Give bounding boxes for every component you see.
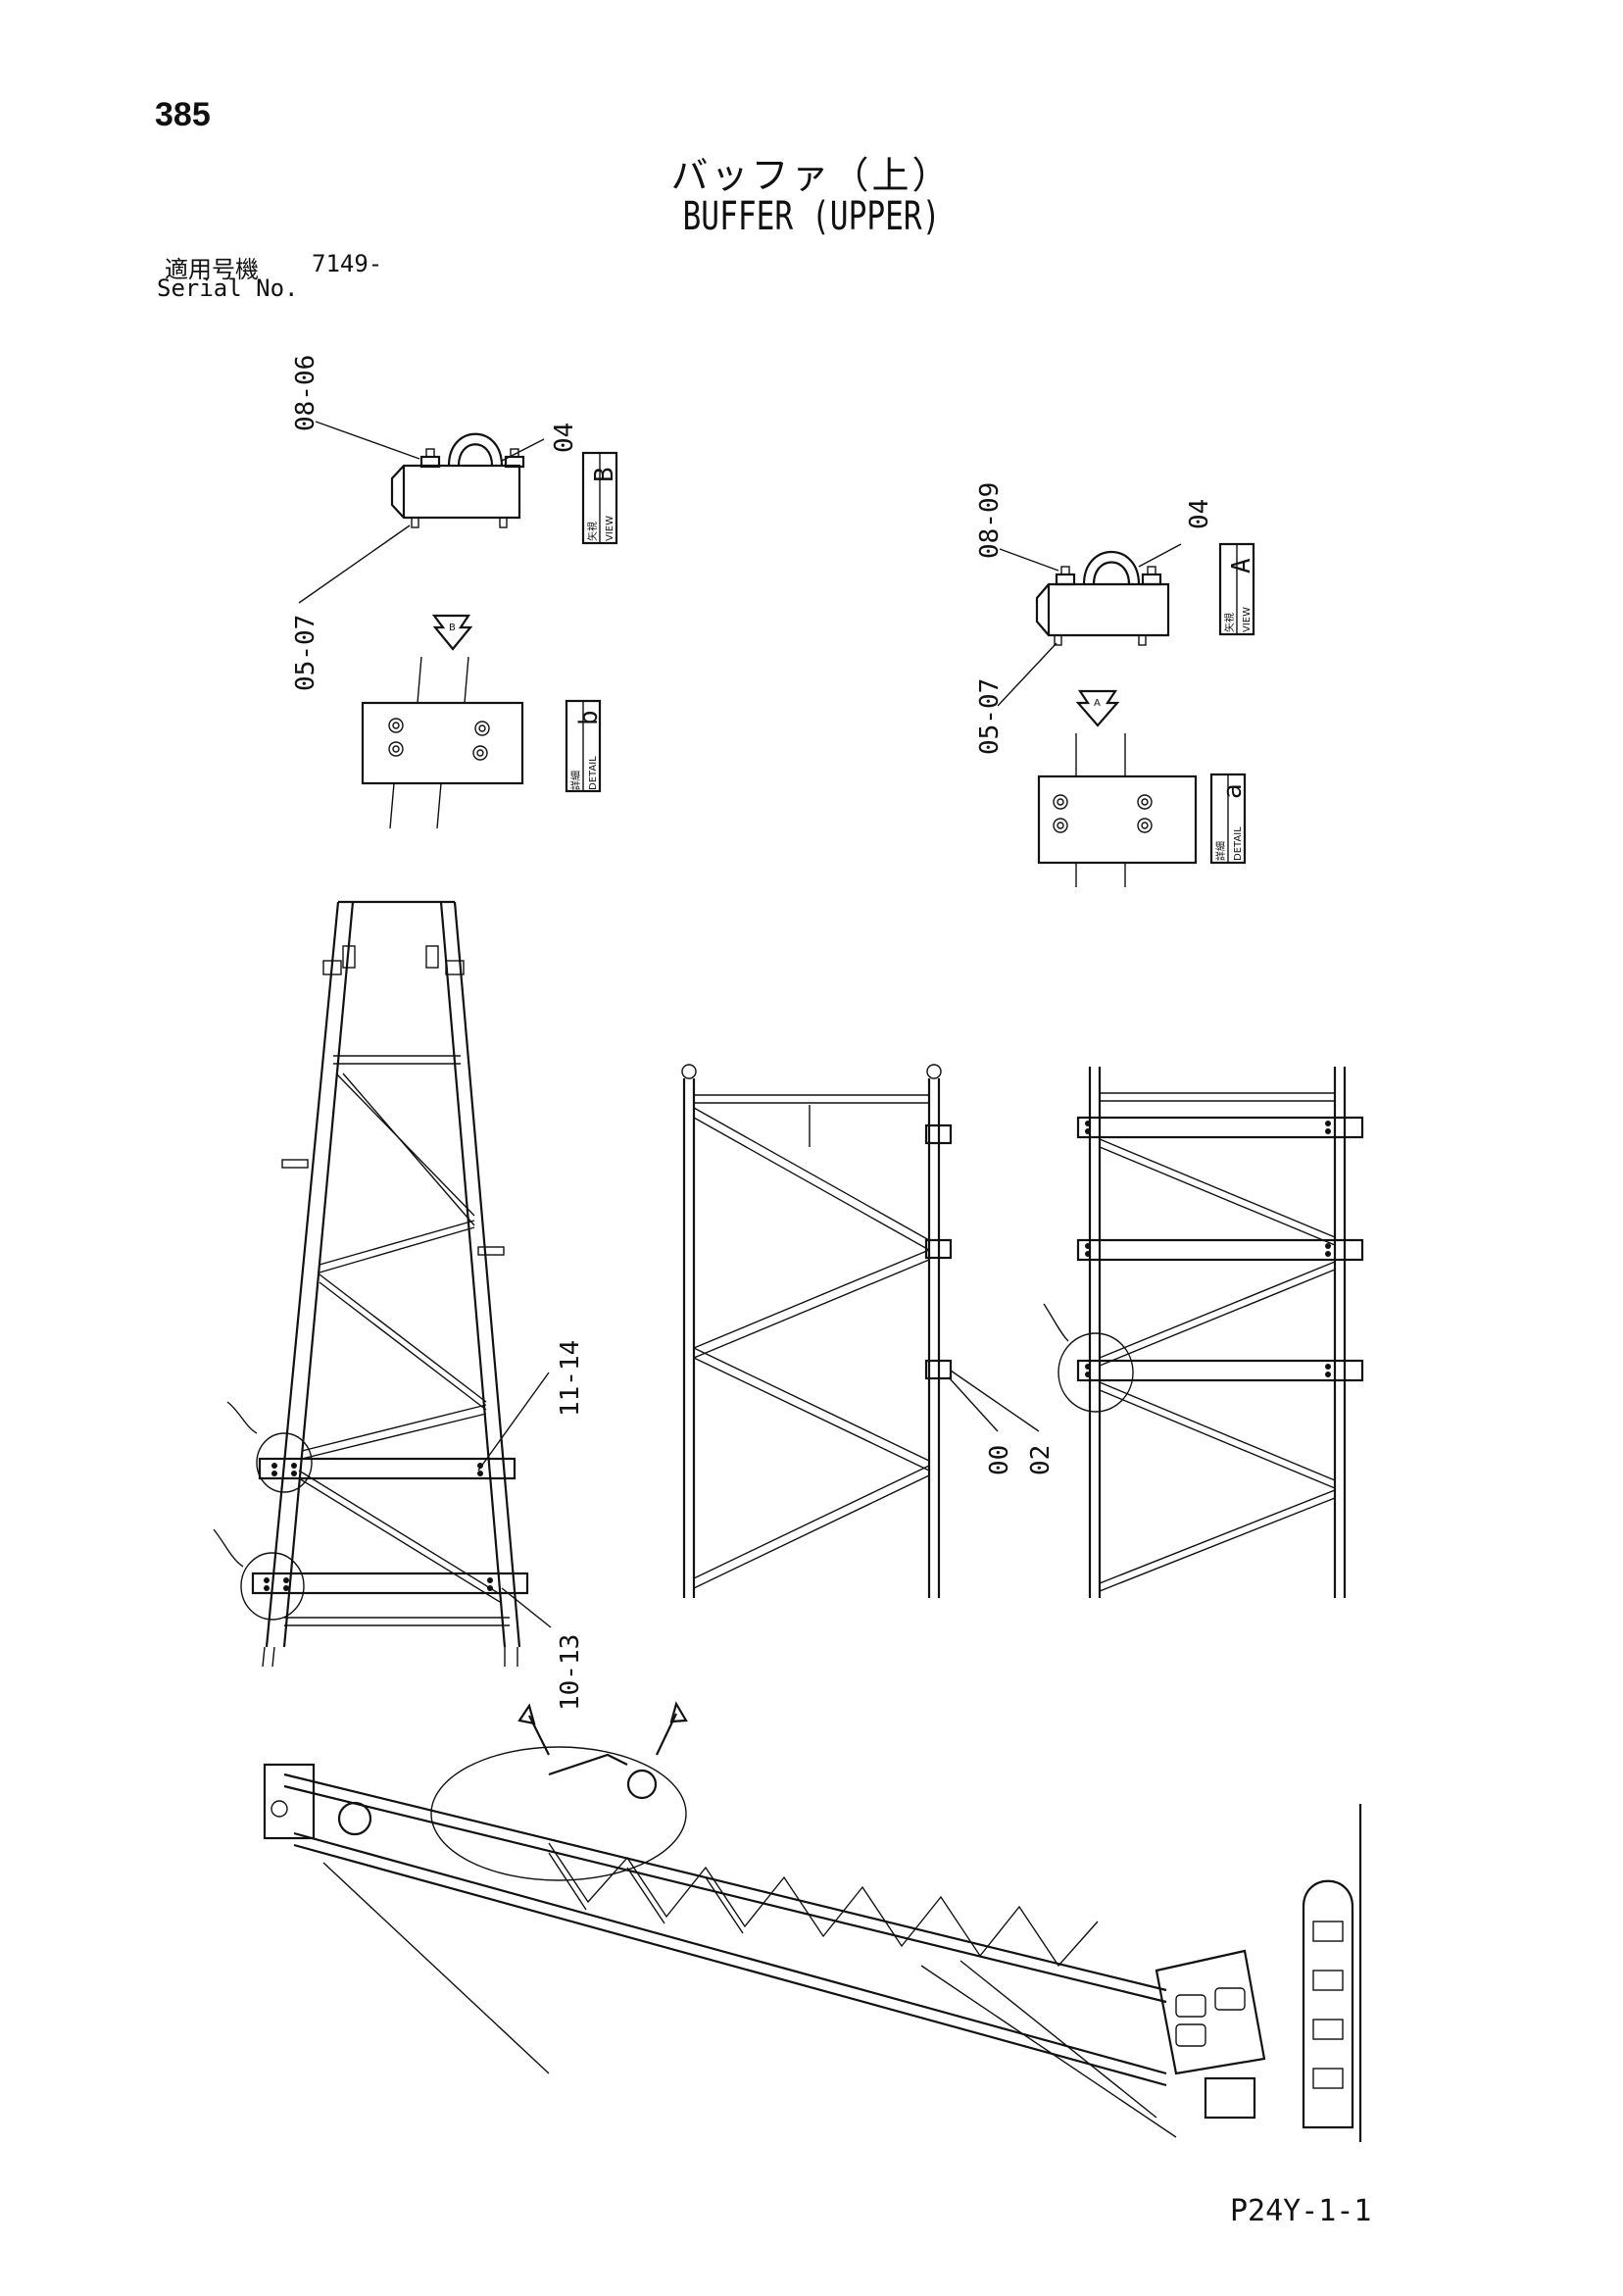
view-a-letter: A	[1227, 558, 1256, 574]
detail-b-jp: 詳細	[569, 771, 582, 790]
detail-b-letter: b	[574, 710, 604, 725]
page-code: P24Y-1-1	[1230, 2194, 1372, 2228]
crane-overview	[263, 1701, 1362, 2142]
page-title-english: BUFFER (UPPER)	[682, 194, 941, 239]
callout-frame-lower: 10-13	[556, 1634, 585, 1711]
view-b-arrow-letter: B	[449, 623, 456, 633]
view-b-letter: B	[590, 467, 619, 482]
detail-a-letter: a	[1218, 783, 1248, 799]
callout-view-a-bottom: 05-07	[975, 678, 1005, 755]
callout-frame-upper: 11-14	[556, 1340, 585, 1417]
serial-label-english: Serial No.	[157, 275, 299, 302]
callout-mid-left: 00	[985, 1445, 1014, 1475]
boom-top-tapered-frame: 11-14 10-13	[213, 900, 585, 1711]
detail-a-word: DETAIL	[1233, 826, 1244, 861]
view-b-buffer-assembly: 08-06 04 05-07 B 矢視 VIEW B b 詳細 DETAIL	[291, 355, 619, 829]
detail-a-jp: 詳細	[1214, 841, 1227, 861]
view-b-arrow	[431, 614, 473, 651]
boom-side-view-right	[1043, 1067, 1364, 1598]
view-a-arrow	[1075, 689, 1120, 727]
view-a-arrow-letter: A	[1094, 698, 1101, 709]
view-a-word: VIEW	[1242, 607, 1253, 632]
view-a-buffer-assembly: 08-09 04 05-07 A 矢視 VIEW A a 詳細 DETAIL	[975, 482, 1256, 887]
callout-view-b-top: 08-06	[291, 355, 320, 431]
view-a-jp: 矢視	[1223, 613, 1236, 632]
boom-side-view-middle: 00 02	[681, 1064, 1056, 1598]
callout-mid-right: 02	[1026, 1445, 1056, 1475]
callout-view-b-right: 04	[550, 423, 579, 453]
callout-view-b-bottom: 05-07	[291, 615, 320, 691]
callout-view-a-right: 04	[1185, 499, 1214, 529]
page-title-japanese: バッファ（上）	[670, 154, 953, 197]
detail-b-word: DETAIL	[588, 756, 599, 790]
view-b-jp: 矢視	[586, 522, 599, 541]
serial-label-japanese: 適用号機	[165, 256, 259, 283]
callout-view-a-top: 08-09	[975, 482, 1005, 559]
page-number: 385	[155, 96, 211, 133]
serial-number: 7149-	[312, 250, 383, 277]
view-b-word: VIEW	[605, 516, 615, 541]
